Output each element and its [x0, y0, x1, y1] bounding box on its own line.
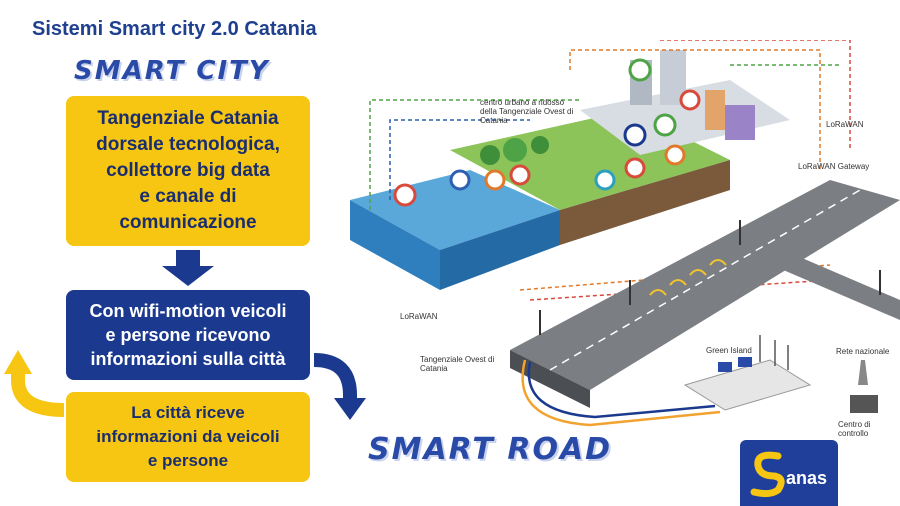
box1-line: comunicazione — [119, 212, 257, 233]
wifi-waves — [649, 259, 727, 296]
box3-line: e persone — [147, 451, 229, 470]
box1-line: e canale di — [139, 186, 237, 207]
road-surface — [510, 180, 900, 390]
sea-front — [350, 200, 440, 290]
pylon-icon — [858, 360, 868, 385]
smart-road-heading: SMART ROAD — [368, 432, 613, 467]
cycle-arrow-left-icon — [11, 372, 65, 417]
sensor-icon — [679, 89, 701, 111]
sensor-icon — [393, 183, 417, 207]
sensor-icon — [624, 157, 646, 179]
smart-poles — [539, 220, 881, 335]
tree — [480, 145, 500, 165]
sensor-icon — [653, 113, 677, 137]
urban-center-label: centro urbano a ridosso della Tangenzial… — [480, 98, 574, 125]
rete-nazionale-label: Rete nazionale — [836, 347, 890, 356]
cycle-arrow-left-head-icon — [4, 350, 32, 374]
down-arrow-icon — [162, 250, 214, 286]
wifi-motion-info-box: Con wifi-motion veicoli e persone ricevo… — [66, 290, 310, 380]
green-island-label: Green Island — [706, 346, 752, 355]
box3-line: La città riceve — [131, 403, 245, 422]
tree — [503, 138, 527, 162]
anas-logo — [740, 440, 838, 506]
cycle-arrow-right-icon — [313, 353, 357, 400]
box3-line: informazioni da veicoli — [96, 427, 280, 446]
city-receives-info-box: La città riceve informazioni da veicoli … — [66, 392, 310, 482]
sensor-icon — [509, 164, 531, 186]
sensor-icon — [484, 169, 506, 191]
page-title: Sistemi Smart city 2.0 Catania — [32, 18, 317, 40]
data-cable — [527, 361, 716, 419]
land-side — [560, 160, 730, 245]
sea-side — [440, 210, 560, 290]
anas-logo-text: anas — [786, 468, 828, 488]
tree — [531, 136, 549, 154]
building — [725, 105, 755, 140]
box2-line: Con wifi-motion veicoli — [89, 301, 287, 321]
box2-line: informazioni sulla città — [90, 349, 286, 369]
anas-s-icon — [750, 451, 785, 498]
lorawan-label: LoRaWAN — [826, 120, 864, 129]
smart-city-illustration — [350, 40, 900, 427]
power-cable — [521, 359, 721, 427]
lorawan-gateway-label: LoRaWAN Gateway — [798, 162, 870, 171]
wind-turbines-icon — [759, 335, 789, 370]
cycle-arrow-right-head-icon — [334, 398, 366, 420]
solar-panel-icon — [738, 357, 752, 367]
sensor-icon — [664, 144, 686, 166]
control-center-label: Centro di controllo — [838, 420, 871, 438]
tangenziale-label: Tangenziale Ovest di Catania — [420, 355, 495, 373]
smart-city-heading: SMART CITY — [74, 56, 270, 86]
green-island-base — [683, 359, 812, 411]
box2-line: e persone ricevono — [105, 325, 271, 345]
road-branch — [760, 240, 900, 320]
lane-marking — [549, 189, 861, 371]
sensor-icon — [594, 169, 616, 191]
building — [705, 90, 725, 130]
sensor-icon — [449, 169, 471, 191]
backbone-info-box: Tangenziale Catania dorsale tecnologica,… — [66, 96, 310, 246]
box1-line: collettore big data — [106, 160, 270, 181]
sensor-icon — [628, 58, 652, 82]
box1-line: dorsale tecnologica, — [96, 134, 280, 155]
solar-panel-icon — [718, 362, 732, 372]
sensor-points — [393, 58, 701, 207]
box1-line: Tangenziale Catania — [97, 108, 279, 129]
sensor-icon — [623, 123, 647, 147]
lorawan-label-2: LoRaWAN — [400, 312, 438, 321]
control-center-icon — [850, 395, 878, 413]
